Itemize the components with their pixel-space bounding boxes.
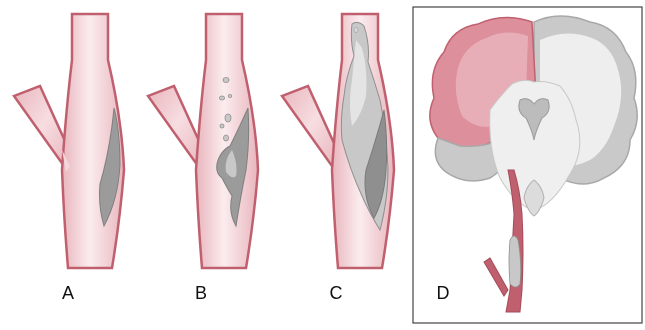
panel-label-d: D <box>428 283 458 304</box>
vessel-b-branch <box>148 86 204 166</box>
panel-label-a: A <box>53 283 83 304</box>
vessel-b <box>148 14 258 268</box>
vessel-c-branch <box>282 86 338 166</box>
carotid-thrombus <box>509 236 521 287</box>
panel-label-b: B <box>186 283 216 304</box>
vessel-a-branch <box>14 86 70 166</box>
vessel-a <box>14 14 124 268</box>
vessel-c <box>282 14 394 268</box>
panel-label-c: C <box>321 283 351 304</box>
